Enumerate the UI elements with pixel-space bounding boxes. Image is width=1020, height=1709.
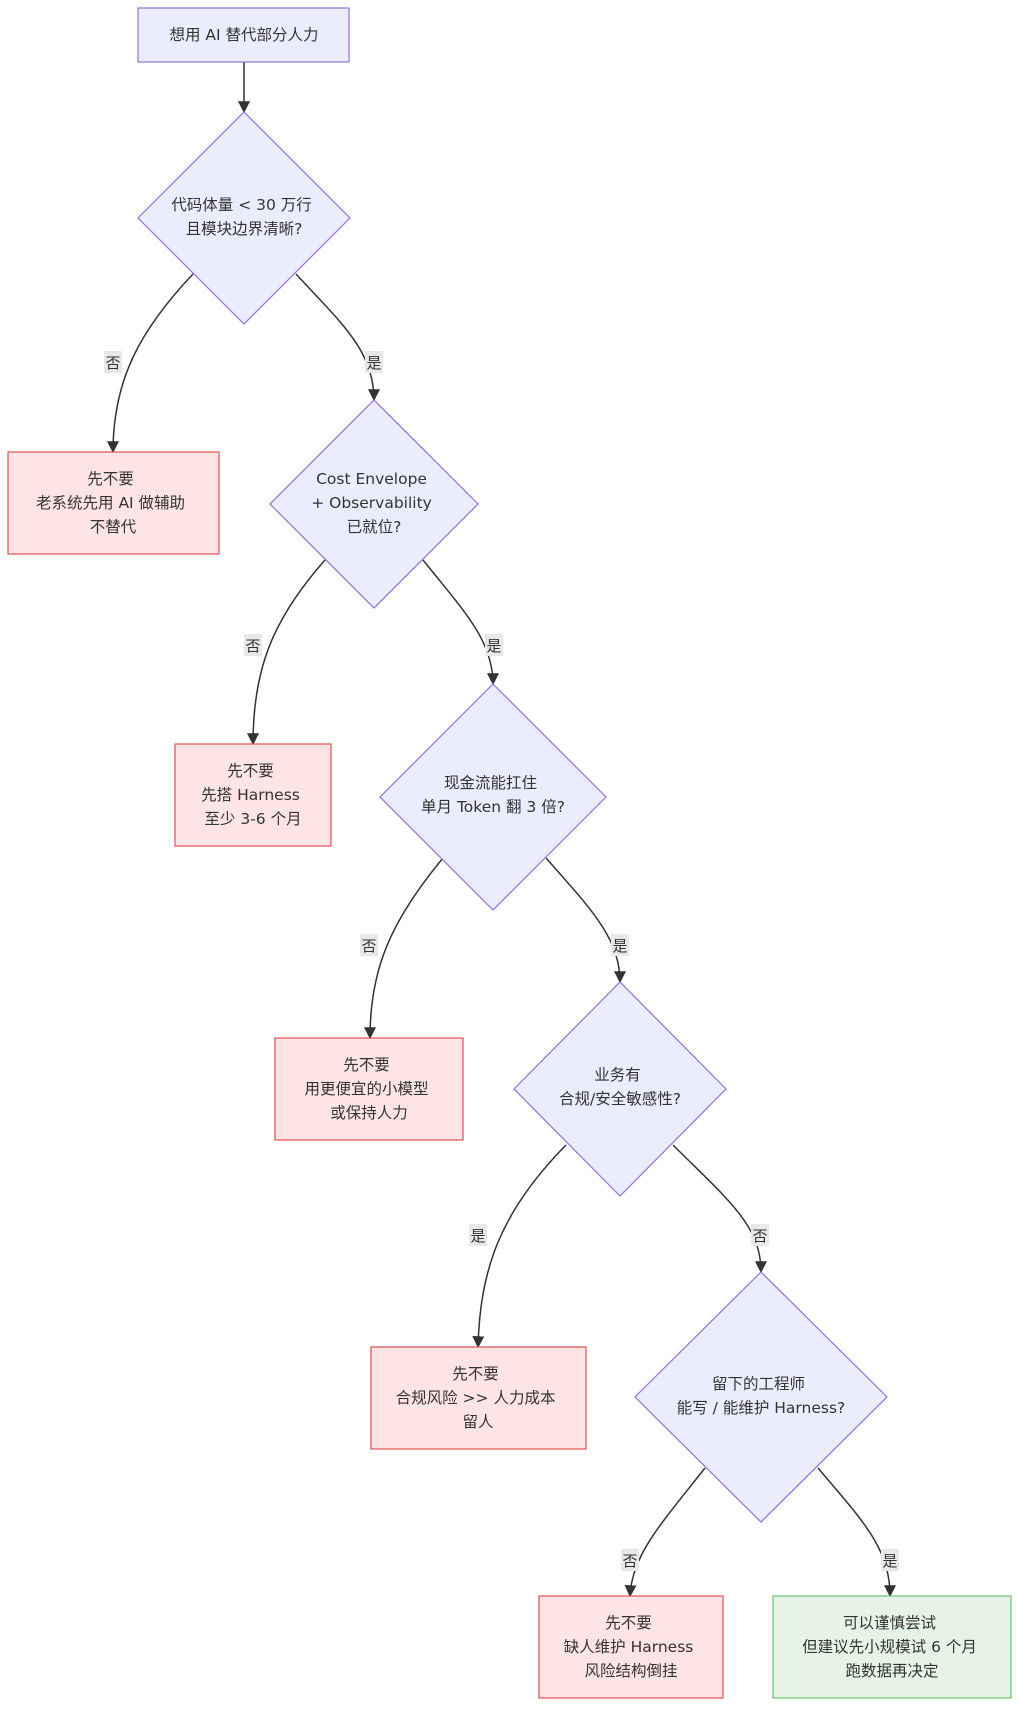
svg-text:先不要 缺人维护 Harness 风: 先不要 缺人维护 Harness 风险结构倒挂 [564, 1614, 699, 1680]
svg-text:否: 否 [752, 1227, 767, 1245]
outcome-compliance-keep-staff: 先不要 合规风险 >> 人力成本 留人 [370, 1346, 587, 1450]
edge-label-d4-yes: 是 [469, 1224, 487, 1246]
edge-d1-yes [295, 273, 380, 402]
edge-label-d2-no: 否 [244, 634, 262, 656]
svg-text:是: 是 [366, 354, 381, 372]
edge-label-d3-no: 否 [360, 934, 378, 956]
svg-text:否: 否 [622, 1552, 637, 1570]
svg-text:是: 是 [486, 637, 501, 655]
edge-label-d2-yes: 是 [485, 634, 503, 656]
svg-text:是: 是 [470, 1227, 485, 1245]
svg-text:现金流能扛住 单月 Token 翻 3 倍?: 现金流能扛住 单月 Token 翻 3 倍? [421, 774, 565, 816]
edge-label-d1-no: 否 [104, 351, 122, 373]
edge-d3-yes [545, 857, 626, 984]
edge-d4-yes [472, 1144, 567, 1349]
svg-text:先不要 老系统先用 AI 做辅助 不: 先不要 老系统先用 AI 做辅助 不替代 [36, 470, 190, 536]
edge-d2-yes [422, 559, 499, 686]
svg-text:先不要 先搭 Harness 至少: 先不要 先搭 Harness 至少 3-6 个月 [201, 762, 305, 828]
edge-d3-no [364, 857, 444, 1040]
svg-text:业务有 合规/安全敏感性?: 业务有 合规/安全敏感性? [559, 1066, 681, 1108]
outcome-build-harness: 先不要 先搭 Harness 至少 3-6 个月 [174, 743, 332, 847]
outcome-cheaper-model: 先不要 用更便宜的小模型 或保持人力 [274, 1037, 464, 1141]
edge-labels: 否 是 否 是 否 是 是 否 否 是 [104, 351, 899, 1571]
decision-harness-maintenance: 留下的工程师 能写 / 能维护 Harness? [634, 1271, 888, 1523]
outcome-legacy-assist: 先不要 老系统先用 AI 做辅助 不替代 [7, 451, 220, 555]
edge-d2-no [247, 559, 326, 746]
edges [107, 62, 896, 1598]
outcome-try-cautiously: 可以谨慎尝试 但建议先小规模试 6 个月 跑数据再决定 [772, 1595, 1012, 1699]
svg-text:可以谨慎尝试 但建议先小规模试 6 个月: 可以谨慎尝试 但建议先小规模试 6 个月 跑数据再决定 [802, 1614, 982, 1680]
start-node: 想用 AI 替代部分人力 [137, 7, 350, 63]
edge-d5-yes [817, 1467, 896, 1598]
svg-text:先不要 用更便宜的小模型 或保持人力: 先不要 用更便宜的小模型 或保持人力 [305, 1056, 434, 1122]
svg-text:是: 是 [612, 937, 627, 955]
decision-cash-flow: 现金流能扛住 单月 Token 翻 3 倍? [379, 683, 607, 911]
decision-cost-observability: Cost Envelope + Observability 已就位? [269, 399, 479, 609]
svg-text:先不要 合规风险 >> 人力成本 留: 先不要 合规风险 >> 人力成本 留人 [396, 1365, 561, 1431]
decision-codebase-size: 代码体量 < 30 万行 且模块边界清晰? [137, 111, 351, 325]
edge-d4-no [672, 1144, 767, 1274]
svg-text:留下的工程师 能写 / 能维护 Harness?: 留下的工程师 能写 / 能维护 Harness? [677, 1375, 846, 1417]
edge-label-d5-yes: 是 [881, 1549, 899, 1571]
decision-compliance: 业务有 合规/安全敏感性? [513, 981, 727, 1197]
edge-label-d4-no: 否 [751, 1224, 769, 1246]
outcome-lack-maintainers: 先不要 缺人维护 Harness 风险结构倒挂 [538, 1595, 724, 1699]
svg-text:否: 否 [361, 937, 376, 955]
svg-text:代码体量 < 30 万行 且模块边界清晰?: 代码体量 < 30 万行 且模块边界清晰? [171, 196, 316, 238]
svg-text:Cost Envelope + Observab: Cost Envelope + Observability 已就位? [311, 470, 437, 536]
edge-d1-no [107, 273, 194, 454]
svg-text:想用 AI 替代部分人力: 想用 AI 替代部分人力 [169, 26, 318, 44]
edge-d5-no [624, 1467, 706, 1598]
edge-label-d3-yes: 是 [611, 934, 629, 956]
svg-text:否: 否 [245, 637, 260, 655]
svg-text:否: 否 [105, 354, 120, 372]
edge-label-d5-no: 否 [621, 1549, 639, 1571]
edge-label-d1-yes: 是 [365, 351, 383, 373]
svg-text:是: 是 [882, 1552, 897, 1570]
